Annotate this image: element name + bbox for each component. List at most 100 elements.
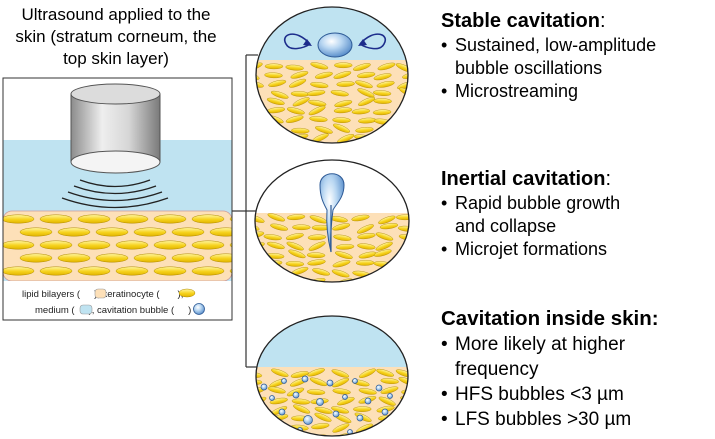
keratinocyte: [153, 214, 187, 224]
keratinocyte: [337, 288, 355, 295]
keratinocyte: [57, 253, 91, 263]
keratinocyte: [402, 135, 408, 142]
skin-bubble: [260, 383, 268, 391]
connector-bracket: [232, 54, 258, 368]
keratinocyte: [286, 144, 304, 149]
caption-line-1: Ultrasound applied to the: [21, 5, 211, 24]
keratinocyte: [375, 232, 394, 241]
keratinocyte: [378, 215, 396, 225]
skin-bubble: [352, 378, 358, 384]
stable-cavitation-view: [247, 7, 408, 152]
keratinocyte: [380, 378, 399, 384]
keratinocyte: [378, 396, 396, 406]
keratinocyte: [397, 258, 409, 268]
keratinocyte: [353, 406, 372, 412]
keratinocyte: [133, 227, 167, 237]
keratinocyte: [397, 225, 409, 232]
ultrasound-waves: [61, 179, 169, 209]
keratinocyte: [306, 252, 326, 258]
inertial-bullet-2: Microjet formations: [441, 238, 620, 261]
keratinocyte: [256, 379, 263, 386]
keratinocyte: [286, 241, 304, 251]
keratinocyte: [399, 433, 408, 436]
keratinocyte: [285, 115, 304, 123]
inertial-cavitation-panel: Inertial cavitation: Rapid bubble growth…: [441, 166, 620, 261]
stable-cavitation-panel: Stable cavitation: Sustained, low-amplit…: [441, 8, 656, 103]
skin-bubble: [281, 378, 287, 384]
keratinocyte: [256, 70, 260, 80]
stable-cavitation-outline: [255, 6, 409, 144]
keratinocyte: [245, 285, 264, 297]
keratinocyte: [3, 214, 35, 224]
keratinocyte: [332, 117, 351, 123]
keratinocyte: [264, 72, 283, 79]
keratinocyte: [336, 81, 355, 87]
keratinocyte: [267, 434, 286, 436]
skin-bullet-2: HFS bubbles <3 µm: [441, 382, 659, 407]
keratinocyte: [378, 127, 398, 134]
keratinocyte: [256, 100, 263, 107]
keratinocyte: [401, 423, 408, 430]
keratinocyte: [395, 63, 408, 73]
keratinocyte: [314, 412, 332, 422]
keratinocyte: [353, 63, 371, 71]
keratinocyte: [332, 388, 351, 395]
keratinocyte: [191, 240, 225, 250]
stable-bullet-1-line-1: Sustained, low-amplitude: [455, 35, 657, 55]
collapsing-bubble: [319, 173, 345, 253]
keratinocyte: [308, 105, 326, 116]
keratinocyte: [263, 234, 282, 241]
stable-bullet-1-line-2: bubble oscillations: [455, 58, 603, 78]
keratinocyte: [311, 423, 330, 430]
keratinocyte: [400, 396, 408, 405]
inertial-cavitation-outline: [254, 159, 410, 283]
keratinocyte: [95, 227, 129, 237]
skin-bubble: [269, 395, 275, 401]
keratinocyte: [292, 434, 312, 436]
legend-keratinocyte-swatch: [178, 288, 196, 298]
keratinocyte: [379, 223, 399, 230]
keratinocyte: [332, 423, 350, 433]
keratinocyte: [373, 73, 392, 81]
keratinocyte: [39, 214, 73, 224]
keratinocyte: [256, 432, 265, 436]
keratinocyte: [309, 377, 328, 387]
keratinocyte: [77, 240, 111, 250]
keratinocyte: [256, 416, 266, 423]
keratinocyte: [291, 398, 311, 405]
stable-bubble: [317, 32, 353, 58]
skin-bubble: [303, 415, 313, 425]
keratinocyte: [377, 433, 396, 436]
keratinocyte: [285, 261, 305, 267]
skin-bullet-2-line-1: HFS bubbles <3 µm: [455, 384, 624, 405]
skin-bubble: [292, 391, 300, 399]
keratinocyte: [373, 249, 392, 257]
keratinocyte: [271, 135, 289, 143]
keratinocyte: [265, 425, 285, 432]
keratinocyte: [357, 144, 375, 150]
keratinocyte: [307, 368, 325, 377]
keratinocyte: [285, 233, 304, 241]
keratinocyte: [358, 388, 377, 395]
keratinocyte: [331, 369, 349, 378]
keratinocyte: [357, 233, 376, 240]
keratinocyte: [115, 266, 149, 276]
keratinocyte: [267, 213, 286, 222]
legend-background: [3, 281, 232, 320]
keratinocyte: [264, 63, 284, 70]
keratinocyte: [115, 214, 149, 224]
keratinocyte: [266, 146, 284, 152]
keratinocyte: [309, 116, 328, 122]
keratinocyte: [398, 118, 408, 125]
left-panel-frame: [2, 77, 233, 321]
keratinocyte: [171, 227, 205, 237]
caption-line-3: top skin layer): [63, 49, 169, 68]
keratinocyte: [256, 405, 261, 412]
keratinocyte: [310, 62, 329, 70]
keratinocyte: [377, 285, 396, 297]
keratinocyte: [247, 143, 266, 151]
keratinocyte: [153, 266, 187, 276]
keratinocyte: [401, 106, 408, 116]
keratinocyte: [402, 71, 408, 79]
keratinocyte: [331, 406, 350, 414]
